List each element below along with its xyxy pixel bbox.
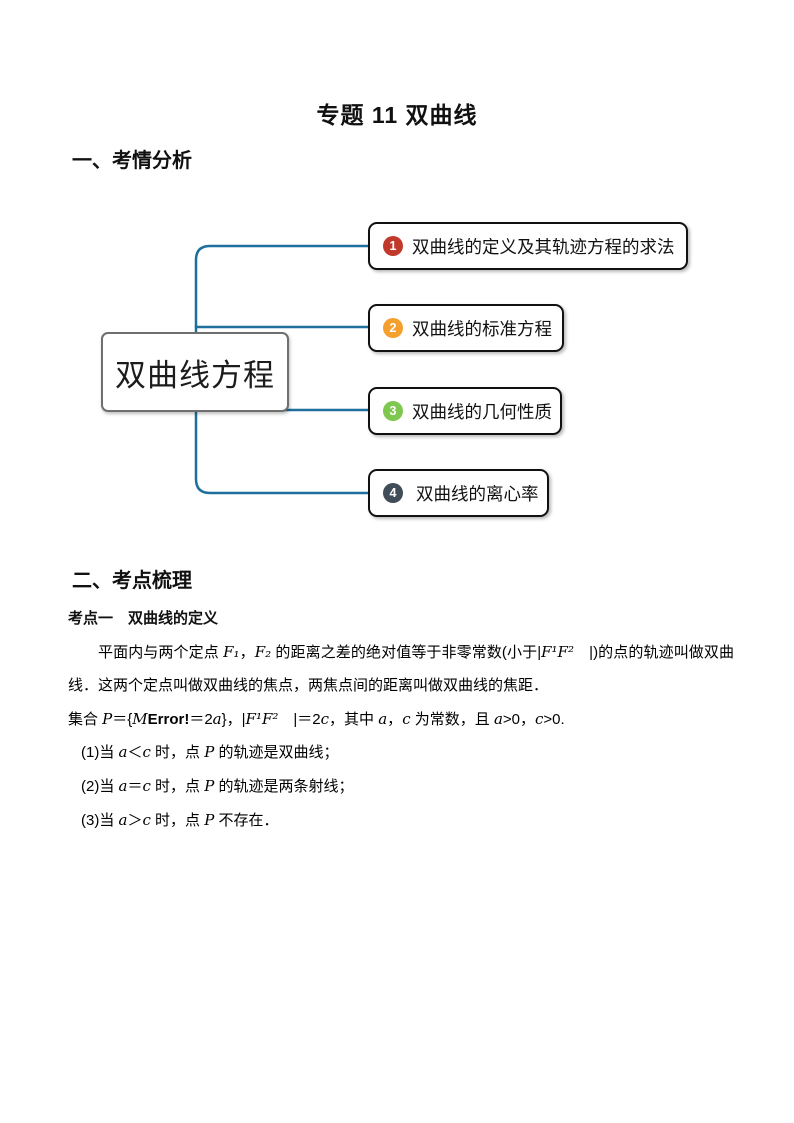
mindmap-node-label: 双曲线的离心率 (416, 483, 539, 504)
mindmap-center-label: 双曲线方程 (115, 357, 275, 393)
case-item-3: (3)当 a＞c 时，点 P 不存在． (81, 810, 279, 829)
mindmap-node-definition: 1 双曲线的定义及其轨迹方程的求法 (368, 222, 688, 270)
badge-2-icon: 2 (383, 318, 403, 338)
case-item-1: (1)当 a＜c 时，点 P 的轨迹是双曲线； (81, 743, 339, 762)
mindmap-node-label: 双曲线的标准方程 (412, 318, 552, 339)
mindmap-node-eccentricity: 4 双曲线的离心率 (368, 469, 549, 517)
topic-heading-definition: 考点一 双曲线的定义 (68, 610, 219, 627)
mindmap-center-node: 双曲线方程 (101, 332, 289, 412)
set-equation-line: 集合 P＝{MError!＝2a}，|F¹F² |＝2c，其中 a，c 为常数，… (68, 709, 565, 728)
mindmap-node-geometric-properties: 3 双曲线的几何性质 (368, 387, 562, 435)
badge-1-icon: 1 (383, 236, 403, 256)
section-heading-key-points: 二、考点梳理 (72, 570, 192, 592)
mindmap-node-standard-equation: 2 双曲线的标准方程 (368, 304, 564, 352)
badge-4-icon: 4 (383, 483, 403, 503)
body-text: 平面内与两个定点 F₁，F₂ 的距离之差的绝对值等于非零常数(小于|F¹F² |… (68, 636, 734, 838)
section-heading-exam-analysis: 一、考情分析 (72, 150, 192, 172)
badge-3-icon: 3 (383, 401, 403, 421)
mindmap-node-label: 双曲线的几何性质 (412, 401, 552, 422)
mindmap-node-label: 双曲线的定义及其轨迹方程的求法 (412, 236, 675, 257)
mindmap-diagram: 双曲线方程 1 双曲线的定义及其轨迹方程的求法 2 双曲线的标准方程 3 双曲线… (0, 0, 794, 560)
definition-paragraph: 平面内与两个定点 F₁，F₂ 的距离之差的绝对值等于非零常数(小于|F¹F² |… (68, 643, 734, 694)
case-item-2: (2)当 a＝c 时，点 P 的轨迹是两条射线； (81, 777, 354, 796)
page-title: 专题 11 双曲线 (316, 102, 478, 128)
